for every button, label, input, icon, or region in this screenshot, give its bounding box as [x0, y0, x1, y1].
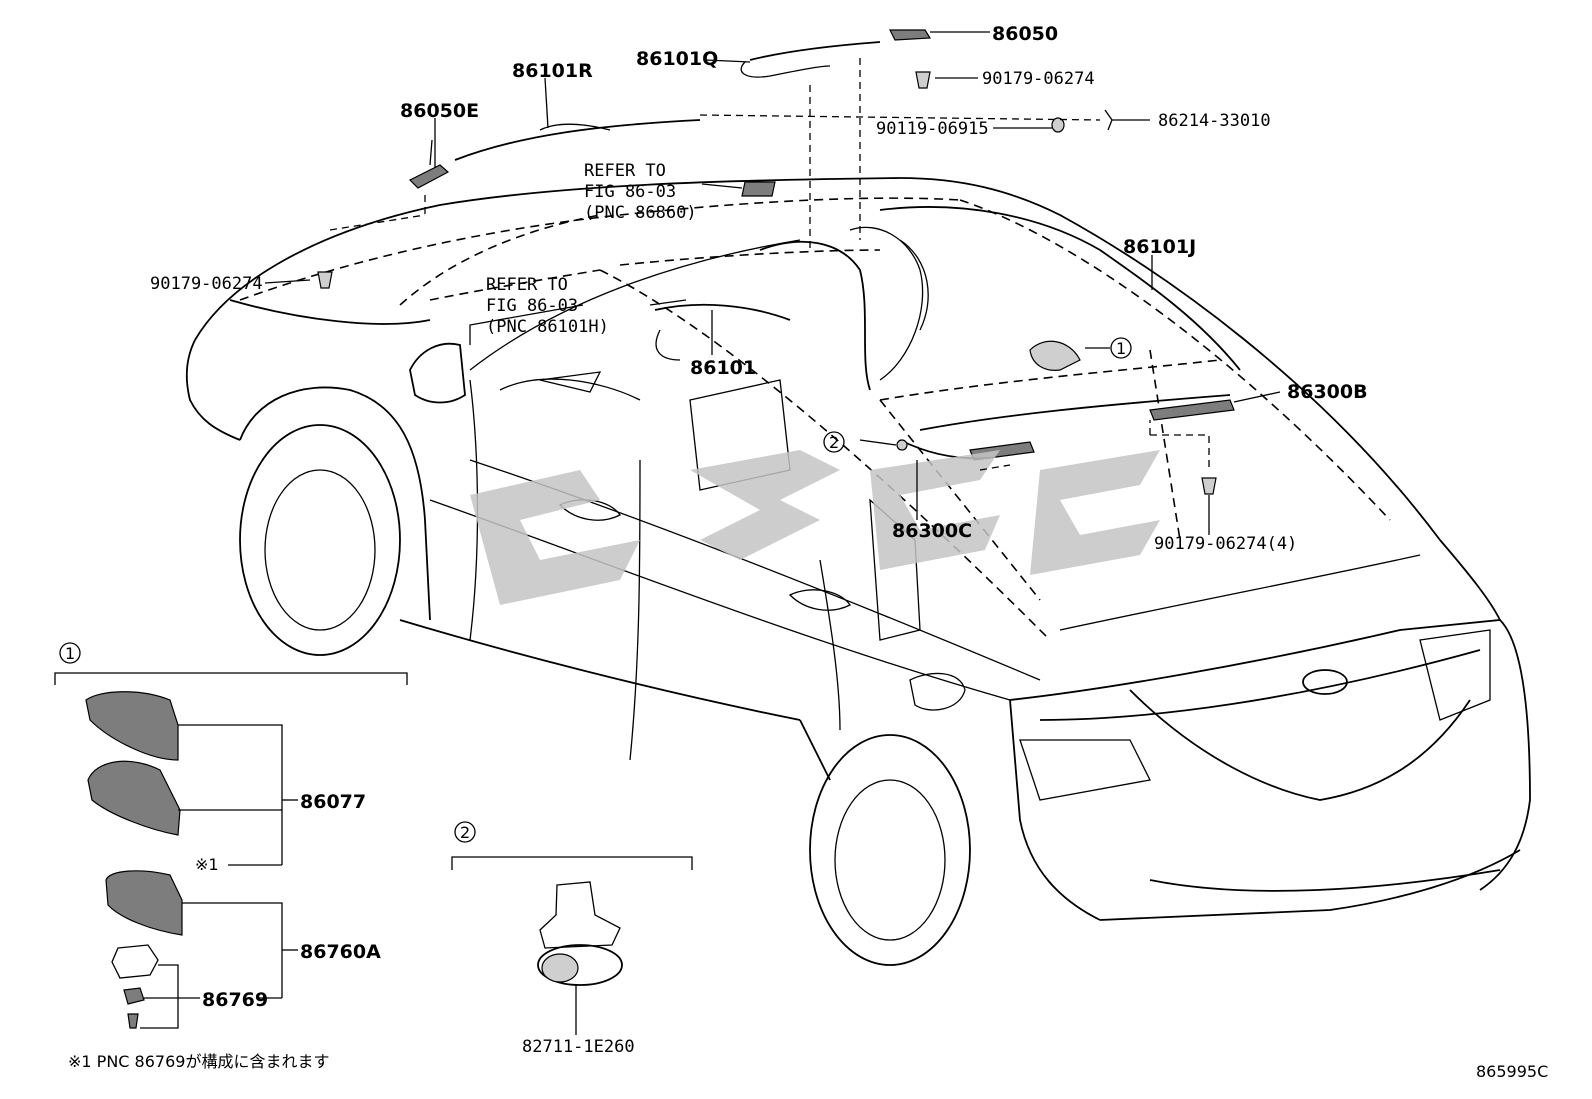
grommet-ring — [537, 944, 623, 986]
ref-b-line2: FIG 86-03 — [486, 296, 578, 316]
inset-2-marker — [454, 821, 476, 843]
label-86101: 86101 — [690, 357, 756, 379]
label-86300B: 86300B — [1287, 381, 1368, 403]
label-90179-left: 90179-06274 — [150, 274, 263, 294]
antenna-module-part — [105, 870, 183, 936]
car-body-outline — [185, 177, 1531, 966]
label-90119: 90119-06915 — [876, 119, 989, 139]
ref-a-line2: FIG 86-03 — [584, 182, 676, 202]
watermark-logo — [470, 450, 1160, 605]
footnote-text: ※1 PNC 86769が構成に含まれます — [68, 1052, 329, 1071]
ref-b-line1: REFER TO — [486, 275, 568, 295]
label-86769: 86769 — [202, 989, 268, 1011]
screw-part — [127, 1013, 139, 1029]
grommet-part — [539, 881, 621, 949]
nut-part — [123, 987, 145, 1005]
antenna-cover-part — [85, 691, 179, 761]
inset-1-marker-label: 1 — [65, 644, 75, 663]
note-ref-1: ※1 — [195, 855, 219, 874]
label-86101Q: 86101Q — [636, 48, 718, 70]
label-86214: 86214-33010 — [1158, 111, 1271, 131]
callout-labels: 86050 86101Q 86101R 86050E 90179-06274 9… — [150, 23, 1368, 554]
inset-1-marker — [59, 642, 81, 664]
leader-lines — [264, 31, 1281, 535]
ref-a-line3: (PNC 86860) — [584, 203, 697, 223]
harness-parts — [317, 29, 1241, 641]
ref-a-line1: REFER TO — [584, 161, 666, 181]
label-86077: 86077 — [300, 791, 366, 813]
label-90179-4: 90179-06274(4) — [1154, 534, 1297, 554]
inset-2-marker-label: 2 — [460, 823, 470, 842]
inset-1: 1 86077 ※1 86760A 86769 — [54, 642, 408, 1029]
label-86760A: 86760A — [300, 941, 381, 963]
roof-dashed-lines — [239, 197, 1391, 641]
inset-2: 2 82711-1E260 — [451, 821, 693, 1057]
label-86101J: 86101J — [1123, 236, 1196, 258]
label-86101R: 86101R — [512, 60, 593, 82]
marker-2-main: 2 — [823, 431, 845, 453]
svg-text:1: 1 — [1116, 339, 1126, 358]
gasket-part — [111, 944, 159, 979]
label-86300C: 86300C — [892, 520, 972, 542]
marker-1-main: 1 — [1110, 337, 1132, 359]
label-82711: 82711-1E260 — [522, 1037, 635, 1057]
antenna-base-part — [87, 760, 181, 836]
label-86050: 86050 — [992, 23, 1058, 45]
figure-code: 865995C — [1476, 1062, 1548, 1081]
label-90179-top: 90179-06274 — [982, 69, 1095, 89]
svg-text:2: 2 — [829, 433, 839, 452]
label-86050E: 86050E — [400, 100, 479, 122]
ref-b-line3: (PNC 86101H) — [486, 317, 609, 337]
